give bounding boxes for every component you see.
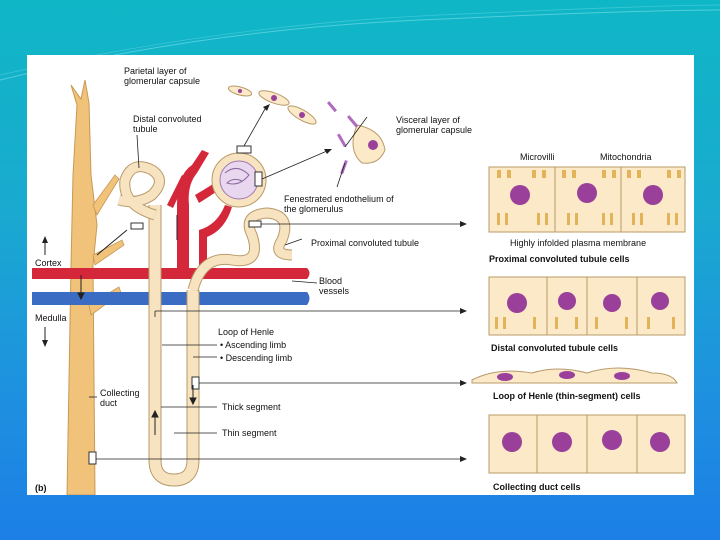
sample-marker-visceral	[254, 171, 263, 187]
collecting-duct-shape	[66, 79, 125, 495]
label-infolded-membrane: Highly infolded plasma membrane	[510, 238, 647, 248]
loop-cells-illustration	[471, 367, 678, 384]
sample-marker-proximal	[248, 220, 262, 228]
label-ascending-limb: • Ascending limb	[220, 340, 287, 350]
caption-proximal-cells: Proximal convoluted tubule cells	[489, 254, 630, 264]
label-blood-vessels: Blood vessels	[319, 276, 350, 296]
label-fenestrated-endothelium: Fenestrated endothelium of the glomerulu…	[284, 194, 394, 214]
label-distal-tubule: Distal convoluted tubule	[133, 114, 202, 134]
sample-marker-distal	[130, 222, 144, 230]
label-microvilli: Microvilli	[520, 152, 555, 162]
visceral-cells	[327, 101, 386, 175]
caption-loop-cells: Loop of Henle (thin-segment) cells	[493, 391, 641, 401]
proximal-cells-illustration	[488, 166, 686, 233]
label-cortex: Cortex	[35, 258, 62, 268]
label-thick-segment: Thick segment	[222, 402, 281, 412]
glomerulus-shape	[211, 152, 267, 208]
label-parietal-layer: Parietal layer of glomerular capsule	[124, 66, 201, 86]
label-medulla: Medulla	[35, 313, 67, 323]
collecting-cells-illustration	[488, 414, 686, 474]
parietal-cells	[227, 85, 317, 125]
leader-lines	[89, 108, 462, 460]
label-collecting-duct: Collecting duct	[100, 388, 140, 408]
caption-collecting-cells: Collecting duct cells	[493, 482, 581, 492]
sample-marker-parietal	[236, 145, 252, 154]
panel-tag: (b)	[35, 483, 47, 493]
diagram-panel: Parietal layer of glomerular capsule Dis…	[27, 55, 694, 495]
sample-marker-duct	[88, 451, 97, 465]
label-descending-limb: • Descending limb	[220, 353, 293, 363]
caption-distal-cells: Distal convoluted tubule cells	[491, 343, 619, 353]
label-mitochondria: Mitochondria	[600, 152, 652, 162]
blood-vessels-shape	[32, 268, 310, 305]
flow-arrows	[77, 215, 197, 435]
label-proximal-tubule: Proximal convoluted tubule	[311, 238, 420, 248]
label-thin-segment: Thin segment	[222, 428, 277, 438]
nephron-illustration	[32, 79, 686, 495]
label-visceral-layer: Visceral layer of glomerular capsule	[396, 115, 473, 135]
arrowheads	[42, 104, 467, 462]
nephron-tubule-shape	[117, 161, 293, 487]
label-loop-of-henle: Loop of Henle	[218, 327, 275, 337]
distal-cells-illustration	[488, 276, 686, 336]
